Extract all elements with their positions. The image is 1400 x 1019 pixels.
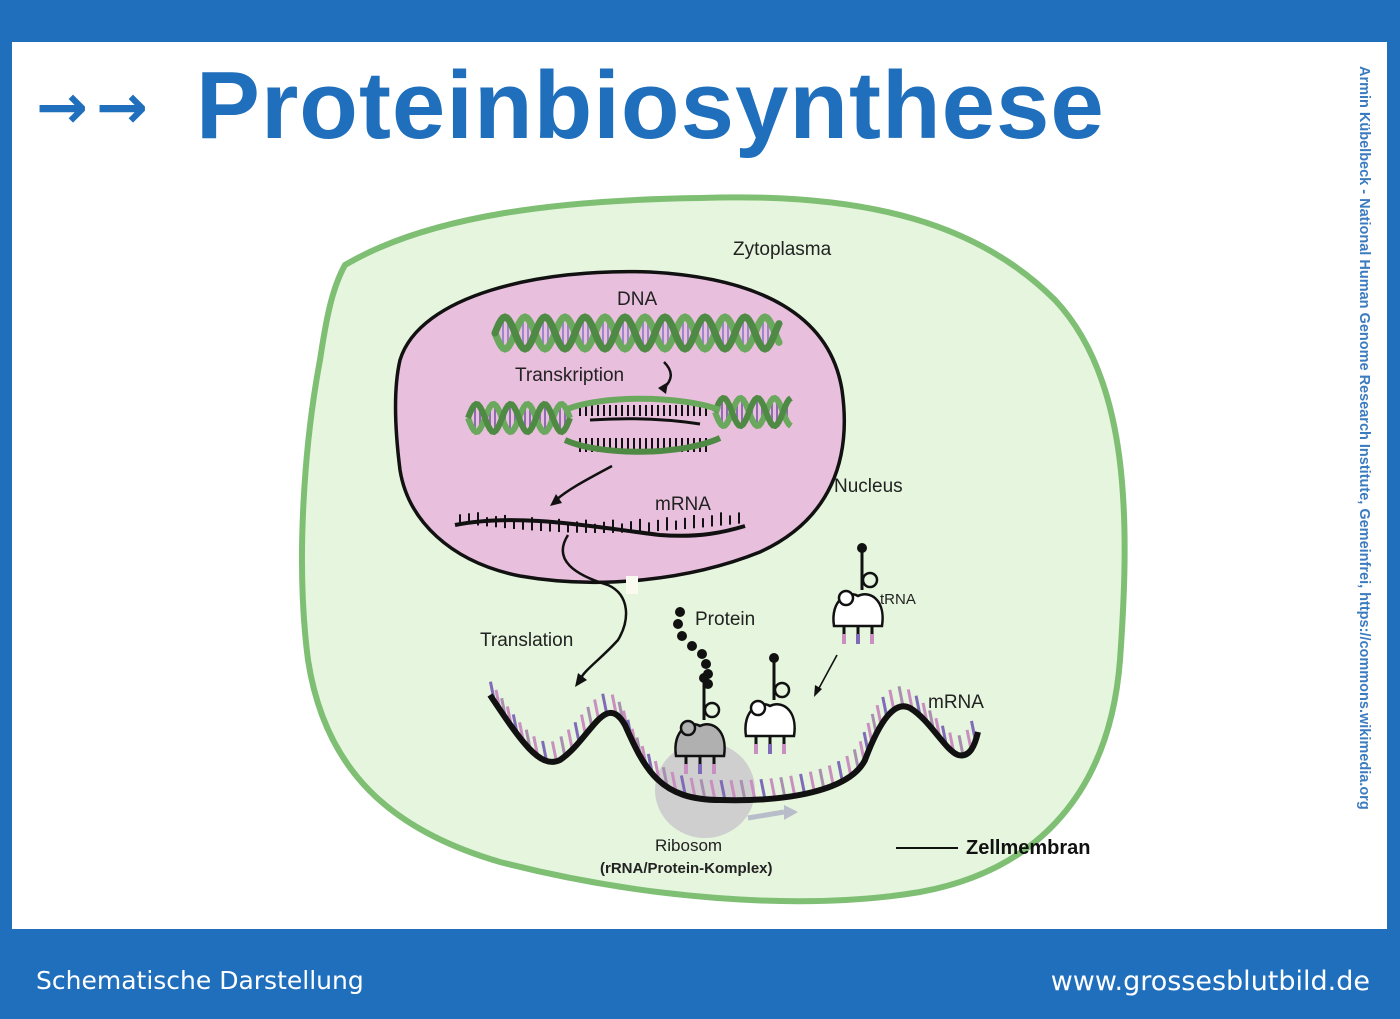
mrna-base xyxy=(689,777,697,799)
mrna-base xyxy=(719,779,727,801)
amino-acid xyxy=(675,607,685,617)
amino-acid xyxy=(857,543,867,553)
trna-loop xyxy=(749,699,767,717)
label-translation: Translation xyxy=(480,630,573,651)
ribosome-direction-arrow xyxy=(747,809,785,821)
mrna-cytoplasm-strand xyxy=(487,681,981,804)
mrna-base xyxy=(749,779,757,801)
ribosome xyxy=(655,742,755,838)
trna-molecule xyxy=(832,543,884,644)
label-mrna-cytoplasm: mRNA xyxy=(928,692,984,713)
amino-acid xyxy=(697,649,707,659)
label-ribosome-sub: (rRNA/Protein-Komplex) xyxy=(600,860,773,877)
mrna-base xyxy=(759,778,767,800)
ribosome-direction-arrowhead xyxy=(784,805,798,820)
mrna-base xyxy=(769,778,777,799)
mrna-base xyxy=(709,779,717,801)
mrna-base xyxy=(699,779,707,800)
mrna-base xyxy=(888,689,896,711)
mrna-nucleus-strand xyxy=(454,512,746,538)
mrna-release-arrow xyxy=(555,464,613,501)
amino-acid xyxy=(703,669,713,679)
label-ribosome: Ribosom xyxy=(655,836,722,855)
label-protein: Protein xyxy=(695,609,755,630)
label-dna: DNA xyxy=(617,289,657,310)
label-mrna-nucleus: mRNA xyxy=(655,494,711,515)
label-nucleus: Nucleus xyxy=(834,476,903,497)
footer-caption: Schematische Darstellung xyxy=(36,966,364,995)
mrna-base xyxy=(729,779,737,801)
dna-helix xyxy=(491,313,783,353)
protein-chain xyxy=(673,607,713,689)
label-transcription: Transkription xyxy=(515,365,624,386)
label-trna: tRNA xyxy=(880,591,916,608)
mrna-base xyxy=(827,765,835,786)
trna-loop xyxy=(837,589,855,607)
double-arrow-icon: →→ xyxy=(36,69,156,143)
mrna-export-path xyxy=(561,534,628,681)
mrna-base xyxy=(808,771,816,792)
amino-acid xyxy=(703,679,713,689)
trna-molecule xyxy=(744,653,796,754)
amino-acid xyxy=(701,659,711,669)
label-cytoplasm: Zytoplasma xyxy=(733,239,832,260)
dna-transcription-bubble xyxy=(465,394,793,455)
mrna-base xyxy=(779,776,787,798)
page-title: Proteinbiosynthese xyxy=(195,52,1105,159)
label-membrane: Zellmembran xyxy=(966,837,1090,859)
mrna-base xyxy=(799,773,807,795)
mrna-base xyxy=(550,741,558,762)
mrna-base xyxy=(601,693,609,715)
nuclear-pore xyxy=(626,576,638,594)
amino-acid xyxy=(769,653,779,663)
trna-loop xyxy=(679,719,697,737)
mrna-base xyxy=(845,755,853,777)
trna-group xyxy=(674,543,884,774)
footer-website-link[interactable]: www.grossesblutbild.de xyxy=(1050,966,1370,997)
title-row: →→ Proteinbiosynthese xyxy=(36,52,1105,159)
image-credit: Armin Kübelbeck - National Human Genome … xyxy=(1356,66,1372,810)
mrna-base xyxy=(836,760,844,782)
transcription-arrowhead xyxy=(658,382,668,394)
mrna-release-arrowhead xyxy=(550,494,562,506)
amino-acid xyxy=(687,641,697,651)
translation-arrowhead xyxy=(575,673,587,687)
mrna-base xyxy=(789,775,797,797)
mrna-base xyxy=(818,768,826,790)
amino-acid xyxy=(677,631,687,641)
mrna-base xyxy=(897,685,905,707)
amino-acid xyxy=(673,619,683,629)
mrna-base xyxy=(739,779,747,801)
mrna-base xyxy=(957,735,965,756)
trna-approach-arrow xyxy=(817,654,838,691)
trna-approach-arrowhead xyxy=(814,685,822,697)
